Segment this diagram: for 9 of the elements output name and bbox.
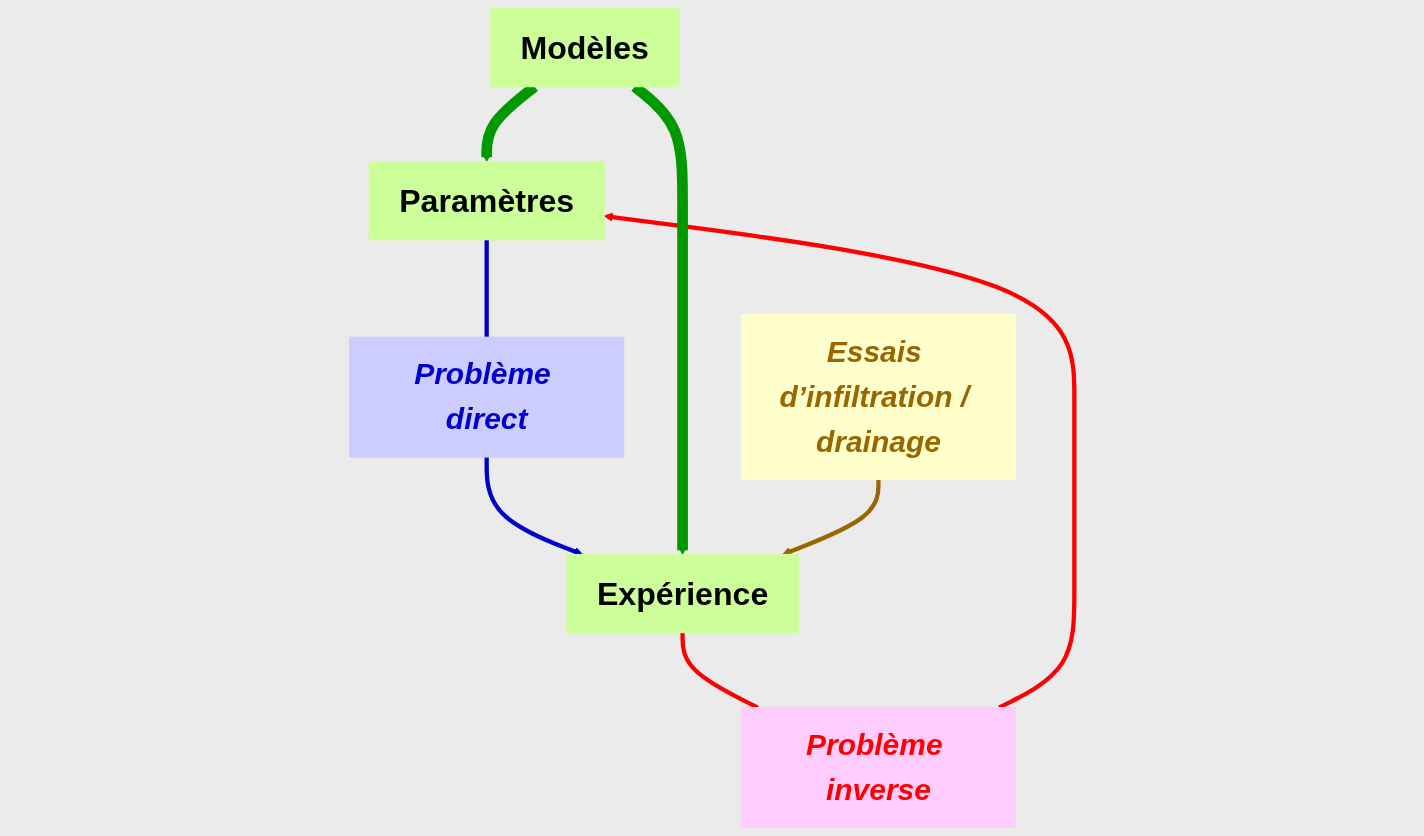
node-box: Essais d’infiltration / drainage <box>740 314 1016 481</box>
node-box: Problème inverse <box>740 707 1016 828</box>
node-box: Paramètres <box>368 161 605 241</box>
connector <box>484 239 489 338</box>
node-box: Modèles <box>489 8 680 88</box>
arrow <box>782 479 881 556</box>
node-box: Expérience <box>566 553 799 634</box>
arrow <box>484 457 583 556</box>
node-box: Problème direct <box>349 336 625 458</box>
